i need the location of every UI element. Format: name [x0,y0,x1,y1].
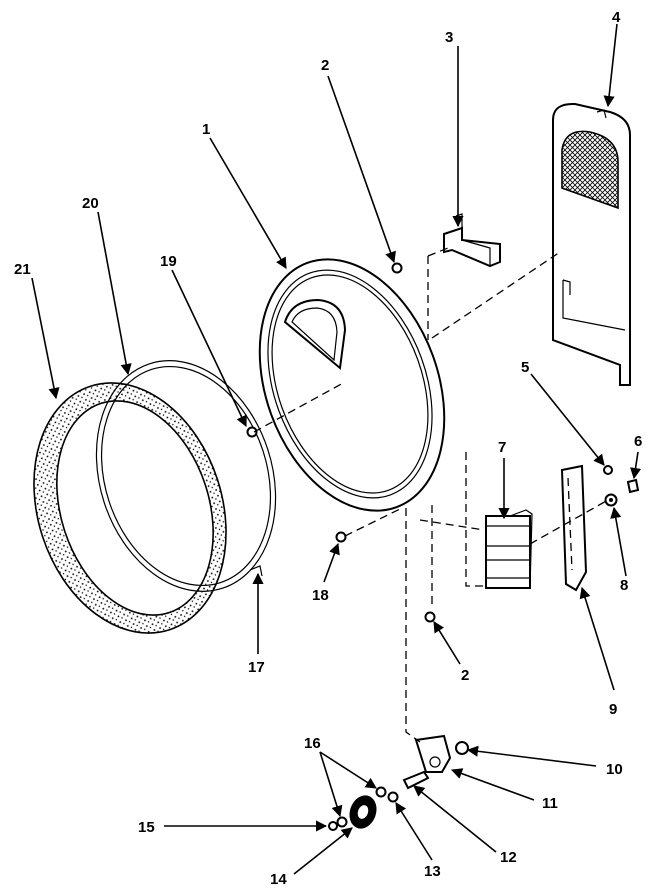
callout-2-upper: 2 [321,57,329,74]
callout-10: 10 [606,761,623,778]
washer-16b [336,816,348,828]
callout-labels: 1 2 2 3 4 5 6 7 8 9 10 11 12 13 14 15 16… [14,9,642,888]
washer-15 [328,821,338,831]
callout-21: 21 [14,261,31,278]
shaft-12 [402,770,430,790]
seal-ring-20 [95,360,277,592]
bracket-3 [443,213,501,268]
screw-19 [246,426,258,438]
callout-4: 4 [612,9,621,26]
callout-16: 16 [304,735,321,752]
callout-5: 5 [521,359,529,376]
washer-8-hole [609,498,613,502]
nut-10 [455,741,469,755]
front-bulkhead-1 [258,258,446,512]
callout-19: 19 [160,253,177,270]
bolt-6 [626,478,640,494]
washer-13 [387,791,399,803]
callout-11: 11 [542,795,558,812]
clip-17 [249,565,263,577]
screw-2-upper [391,262,403,274]
callout-8: 8 [620,577,628,594]
callout-1: 1 [202,121,210,138]
callout-18: 18 [312,587,329,604]
callout-14: 14 [270,871,287,888]
strip-9 [560,464,588,592]
screw-18 [335,531,347,543]
screw-5 [603,465,613,475]
rear-panel-4 [552,102,631,386]
callout-12: 12 [500,849,517,866]
hardware [246,262,640,831]
bearing-housing-11 [414,734,452,773]
callout-3: 3 [445,29,453,46]
clip-assembly-7 [485,509,533,589]
leader-lines [31,23,642,875]
callout-7: 7 [498,439,506,456]
callout-6: 6 [634,433,642,450]
callout-9: 9 [609,701,617,718]
assembly-lines [253,247,609,743]
callout-13: 13 [424,863,441,880]
callout-15: 15 [138,819,155,836]
washer-16a [375,786,387,798]
felt-seal-ring-21 [33,382,227,634]
callout-20: 20 [82,195,99,212]
screw-2-lower [424,611,436,623]
callout-2-lower: 2 [461,667,469,684]
callout-17: 17 [248,659,265,676]
